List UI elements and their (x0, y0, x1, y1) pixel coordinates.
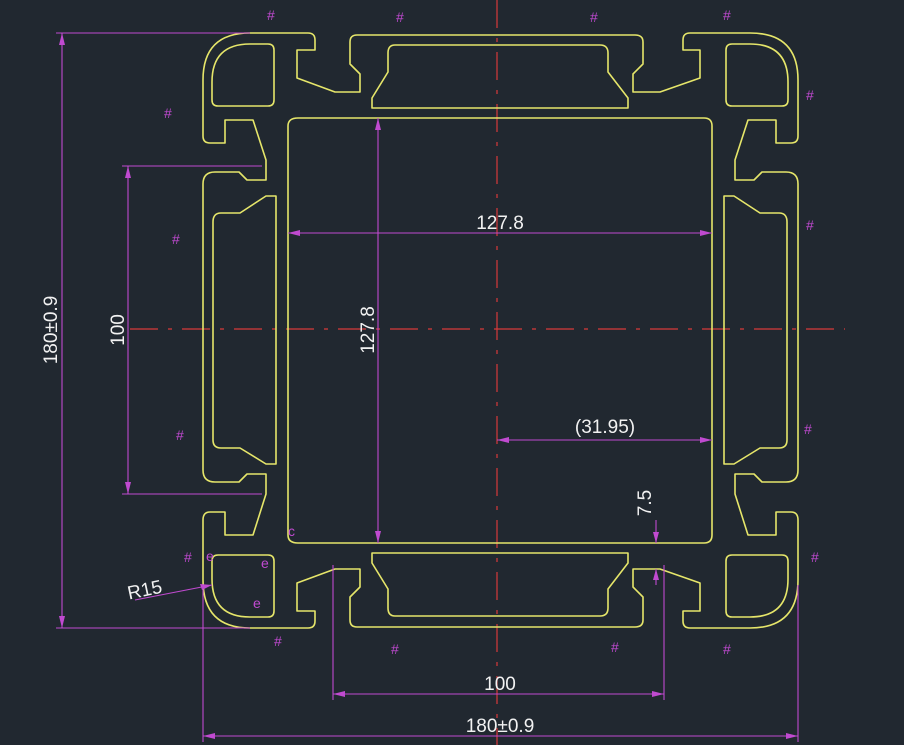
hash-mark: # (184, 549, 192, 565)
e-mark: e (261, 555, 269, 571)
central-bore (287, 117, 713, 544)
dim-text-offset: (31.95) (575, 417, 635, 438)
arrowhead (786, 733, 798, 739)
dim-text-overall-width: 180±0.9 (466, 716, 535, 737)
annotation-marks: # # # # # # # # # # # # # # # # c e e e (164, 7, 819, 657)
cavity-right (723, 195, 788, 465)
arrowhead (700, 230, 712, 236)
dim-text-overall-height: 180±0.9 (41, 296, 62, 365)
hash-mark: # (590, 9, 598, 25)
dim-text-radius: R15 (126, 577, 164, 605)
arrowhead (375, 531, 381, 543)
dim-text-inner-height: 127.8 (358, 306, 379, 354)
centerlines (130, 0, 845, 745)
hash-mark: # (164, 105, 172, 121)
cavity-top (371, 44, 629, 109)
hash-mark: # (804, 421, 812, 437)
arrowhead (125, 166, 131, 178)
arrowhead (288, 230, 300, 236)
e-mark: e (206, 548, 214, 564)
dim-leader-radius (134, 584, 213, 601)
aluminium-profile (202, 32, 799, 629)
arrowhead (653, 532, 659, 543)
hash-mark: # (396, 9, 404, 25)
dim-text-wall: 7.5 (635, 490, 656, 516)
arrowhead (59, 33, 65, 45)
hash-mark: # (172, 231, 180, 247)
hash-mark: # (611, 639, 619, 655)
c-mark: c (288, 523, 295, 539)
corner-pocket-top-right (725, 43, 789, 107)
arrowhead (59, 616, 65, 628)
hash-mark: # (274, 633, 282, 649)
hash-mark: # (723, 641, 731, 657)
arrowhead (203, 733, 215, 739)
dimension-lines (56, 32, 799, 742)
cavity-bottom (371, 552, 629, 617)
dim-text-inner-width: 127.8 (476, 213, 524, 234)
hash-mark: # (391, 641, 399, 657)
arrowhead (200, 584, 212, 590)
hash-mark: # (176, 427, 184, 443)
arrowhead (652, 691, 664, 697)
hash-mark: # (806, 87, 814, 103)
arrowhead (700, 437, 712, 443)
arrowhead (497, 437, 509, 443)
arrowhead (125, 482, 131, 494)
arrowhead (653, 569, 659, 580)
dim-text-slot-horizontal: 100 (484, 674, 516, 695)
e-mark: e (253, 595, 261, 611)
dim-text-slot-vertical: 100 (108, 314, 129, 346)
hash-mark: # (811, 549, 819, 565)
corner-pocket-bottom-right (725, 554, 789, 618)
cavity-left (212, 195, 277, 465)
arrowhead (333, 691, 345, 697)
corner-pocket-top-left (211, 43, 275, 107)
hash-mark: # (806, 217, 814, 233)
arrowhead (375, 118, 381, 130)
hash-mark: # (267, 7, 275, 23)
dimension-texts: 180±0.9 100 127.8 127.8 (31.95) 7.5 100 … (41, 213, 656, 737)
corner-pocket-bottom-left (211, 554, 275, 618)
hash-mark: # (723, 7, 731, 23)
profile-outer-contour (202, 32, 799, 629)
